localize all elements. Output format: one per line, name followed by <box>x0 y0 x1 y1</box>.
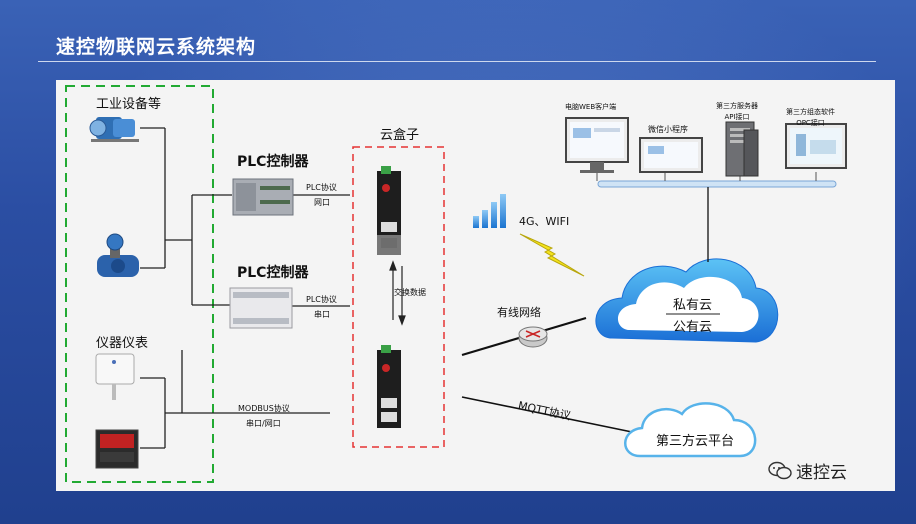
industrial-device-group <box>65 85 214 483</box>
cloud-box-group <box>352 146 445 448</box>
wireless-label: 4G、WIFI <box>519 215 570 228</box>
wechat-miniapp-monitor <box>639 137 703 173</box>
plc2-protocol: PLC协议 <box>306 295 337 304</box>
opc-software-monitor <box>785 123 847 169</box>
third-party-cloud-label: 第三方云平台 <box>656 434 735 449</box>
wechat-icon <box>768 461 792 479</box>
exchange-data-label: 交换数据 <box>394 288 426 297</box>
title-divider <box>38 61 876 62</box>
client-opc-label: 第三方组态软件 OPC接口 <box>786 108 835 127</box>
brand-text: 速控云 <box>796 463 847 483</box>
page-title: 速控物联网云系统架构 <box>56 36 257 58</box>
plc1-label: PLC控制器 <box>237 154 309 170</box>
exchange-arrows <box>389 260 406 326</box>
signal-icon <box>473 194 506 228</box>
sensor-device <box>95 353 135 400</box>
cloud-box-device-bottom <box>377 345 401 428</box>
private-cloud-label: 私有云 <box>673 298 713 313</box>
web-client-monitor <box>565 117 629 173</box>
cloud-box-label: 云盒子 <box>380 128 420 143</box>
cloud-box-device-top <box>377 166 401 255</box>
brand-watermark: 速控云 <box>768 458 847 483</box>
wired-label: 有线网络 <box>497 306 541 319</box>
modbus-port: 串口/网口 <box>246 419 281 428</box>
industrial-group-label: 工业设备等 <box>96 97 162 112</box>
pump-device <box>89 117 139 142</box>
mqtt-link <box>461 396 633 433</box>
client-drops <box>596 172 817 181</box>
panel-meter-device <box>95 429 139 469</box>
modbus-protocol: MODBUS协议 <box>238 404 290 413</box>
plc1-protocol: PLC协议 <box>306 183 337 192</box>
third-party-cloud <box>624 402 757 458</box>
plc2-label: PLC控制器 <box>237 265 309 281</box>
client-api-label: 第三方服务器 API接口 <box>716 102 758 121</box>
plc2-port: 串口 <box>314 310 330 319</box>
instrument-group-label: 仪器仪表 <box>96 336 149 351</box>
flowmeter-device <box>97 233 139 277</box>
server-tower <box>725 121 759 177</box>
public-cloud-label: 公有云 <box>673 320 713 335</box>
client-bus <box>597 180 837 188</box>
plc-controller-2 <box>229 287 293 329</box>
plc1-port: 网口 <box>314 198 330 207</box>
wired-link <box>461 316 587 357</box>
client-web-label: 电脑WEB客户端 <box>565 103 617 111</box>
client-wechat-label: 微信小程序 <box>648 125 688 134</box>
device-connections <box>140 127 350 449</box>
lightning-icon <box>519 233 585 277</box>
plc-controller-1 <box>232 178 294 216</box>
